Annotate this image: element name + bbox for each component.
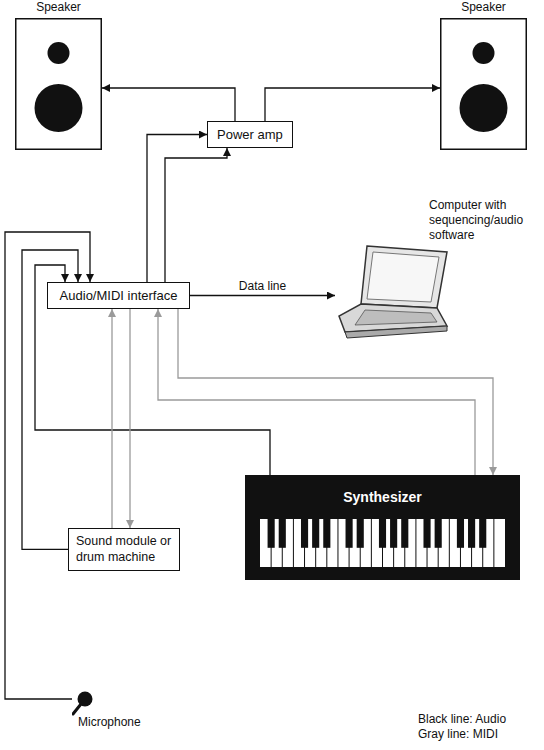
woofer xyxy=(35,84,83,132)
node-computer: Computer with sequencing/audio software xyxy=(335,198,535,350)
microphone-icon xyxy=(72,690,96,716)
audio-line xyxy=(102,88,235,121)
node-speaker: Speaker xyxy=(440,18,527,150)
midi-line xyxy=(111,309,112,528)
box-label: Audio/MIDI interface xyxy=(57,288,180,303)
legend-entry: Black line: Audio xyxy=(418,712,506,726)
audio-line xyxy=(265,88,440,121)
mic-label: Microphone xyxy=(78,715,141,729)
computer-label: Computer with sequencing/audio software xyxy=(429,198,535,243)
speaker-label: Speaker xyxy=(440,0,527,14)
laptop-illustration xyxy=(335,242,450,350)
midi-line xyxy=(178,309,493,475)
tweeter xyxy=(473,42,495,64)
node-module: Sound module or drum machine xyxy=(68,528,180,571)
audio-line xyxy=(147,135,207,283)
box-label: Power amp xyxy=(217,127,283,142)
audio-line xyxy=(165,148,227,282)
speaker-label: Speaker xyxy=(15,0,102,14)
edge-label: Data line xyxy=(237,279,288,293)
node-synth: Synthesizer xyxy=(245,475,520,580)
tweeter xyxy=(48,42,70,64)
synth-label: Synthesizer xyxy=(245,489,520,505)
audio-line xyxy=(35,265,270,475)
legend-text: Gray line: MIDI xyxy=(418,727,498,741)
node-speaker: Speaker xyxy=(15,18,102,150)
midi-line xyxy=(129,309,130,528)
speaker-cabinet xyxy=(15,18,102,150)
woofer xyxy=(460,84,508,132)
box-label: Sound module or drum machine xyxy=(76,533,172,566)
legend-text: Black line: Audio xyxy=(418,712,506,726)
midi-line xyxy=(158,309,475,475)
audio-line xyxy=(190,295,335,296)
node-mic: Microphone xyxy=(72,690,162,734)
legend-entry: Gray line: MIDI xyxy=(418,727,498,741)
speaker-cabinet xyxy=(440,18,527,150)
node-box: Audio/MIDI interface xyxy=(47,282,190,309)
node-box: Power amp xyxy=(207,121,293,148)
